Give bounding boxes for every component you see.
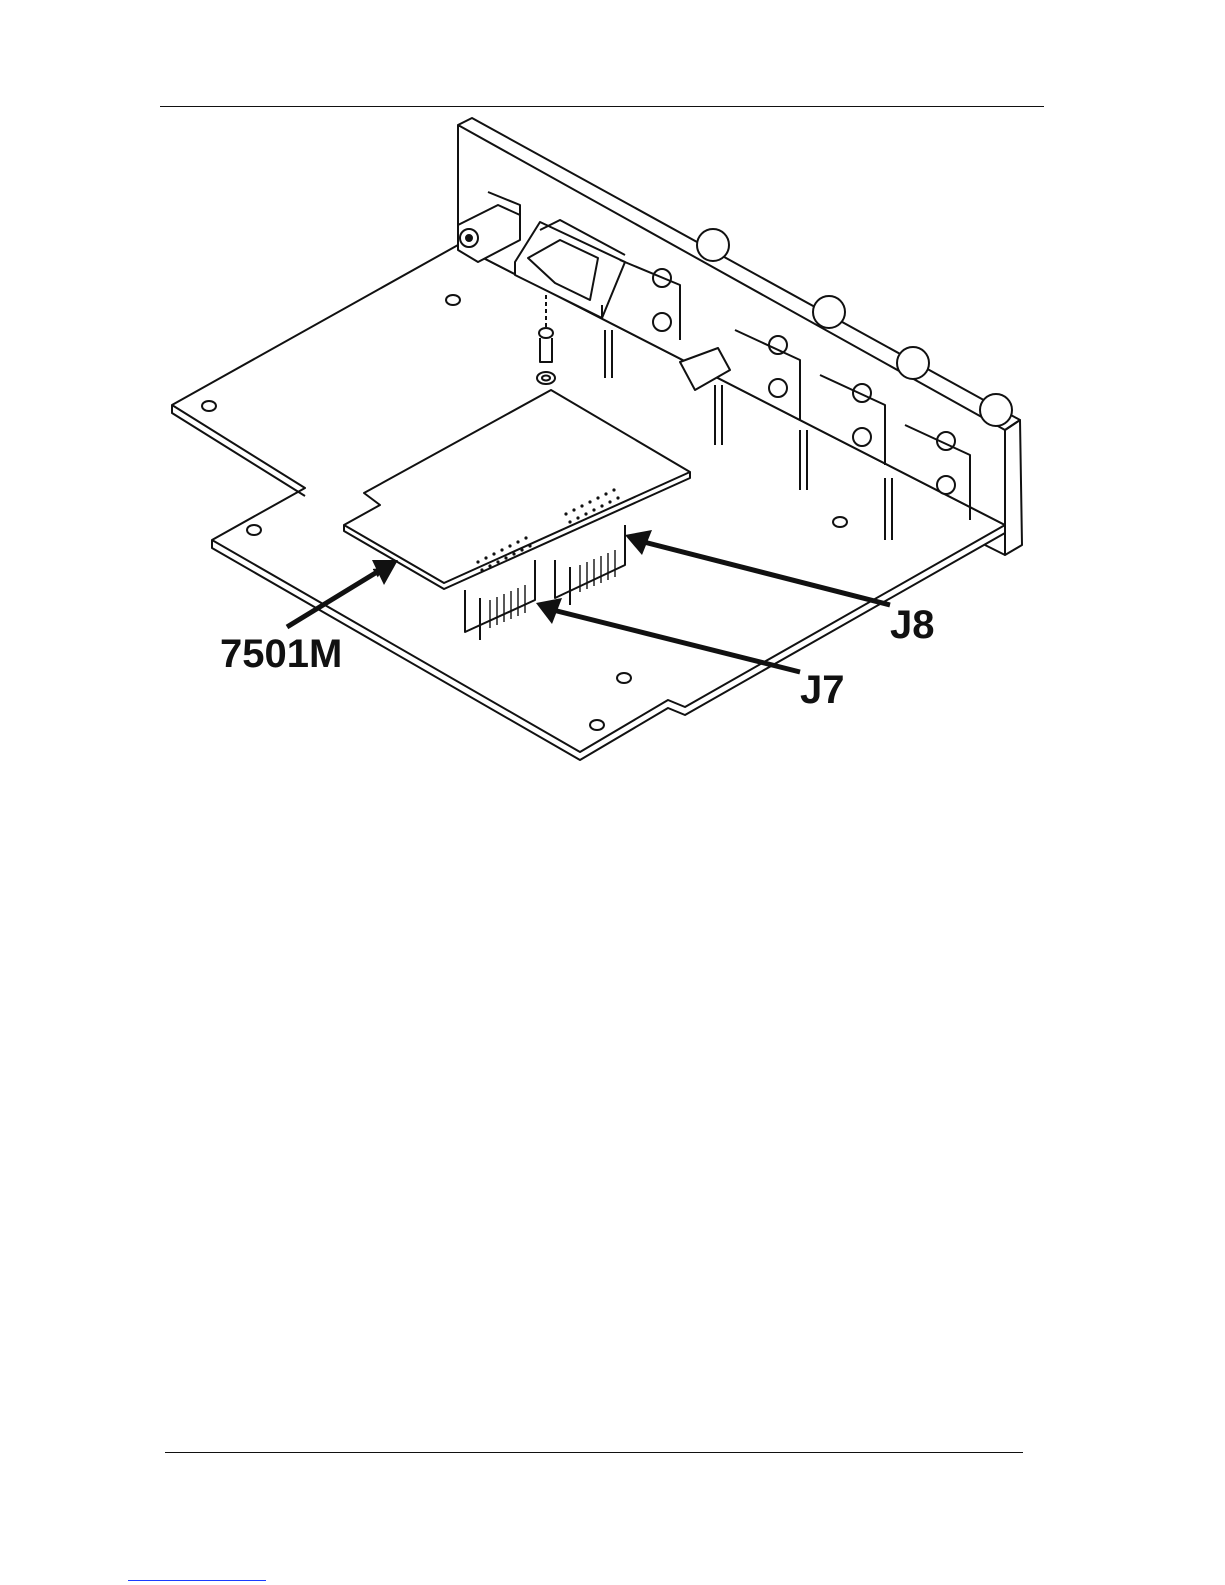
j8-label: J8 xyxy=(890,603,935,647)
footer-link-underline[interactable] xyxy=(128,1580,266,1581)
j7-label: J7 xyxy=(800,668,845,712)
footer-rule xyxy=(165,1452,1023,1453)
module-label: 7501M xyxy=(220,632,342,676)
